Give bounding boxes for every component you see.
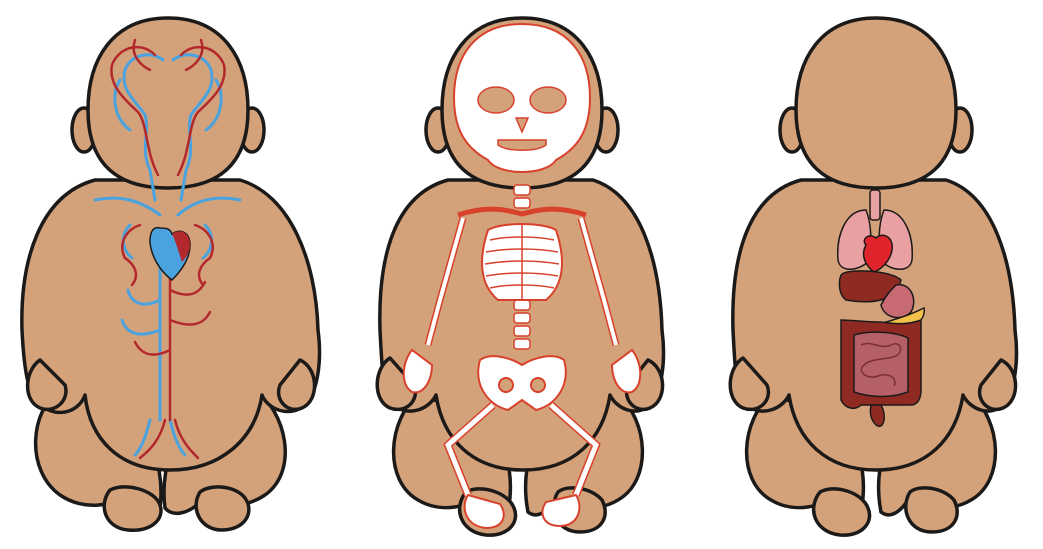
baby-skeletal-figure	[348, 0, 696, 549]
baby-organs-figure	[696, 0, 1043, 549]
small-intestine	[854, 332, 908, 396]
baby-circulatory-figure	[0, 0, 348, 549]
